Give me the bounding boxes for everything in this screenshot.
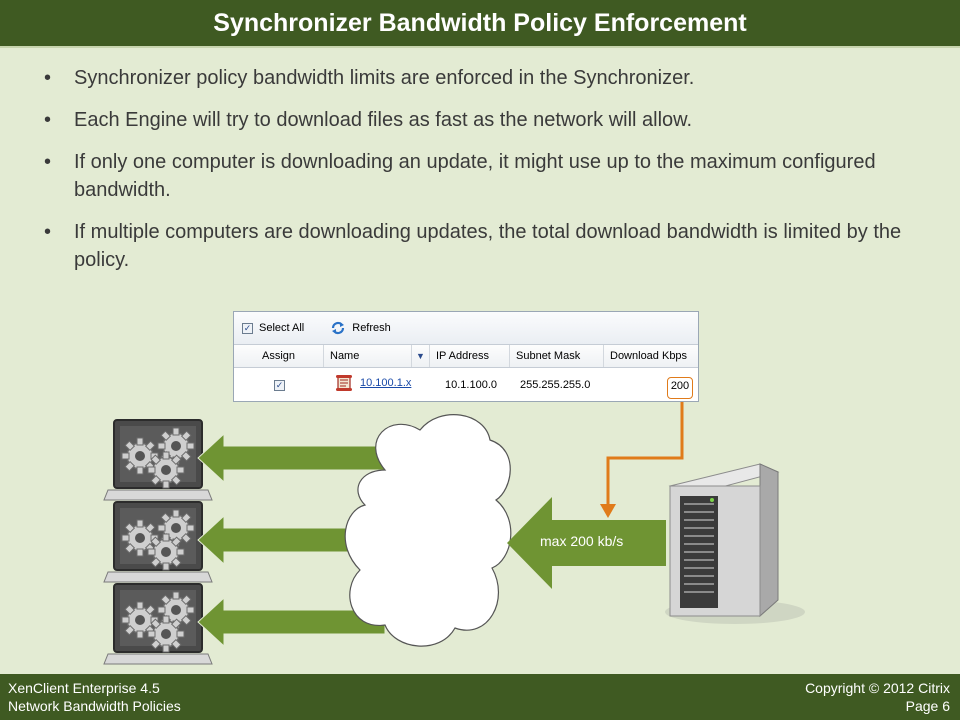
bullet-item: • If only one computer is downloading an …	[44, 148, 914, 204]
subnet-mask-cell: 255.255.255.0	[520, 379, 591, 391]
select-all-button[interactable]: ✓ Select All	[242, 322, 304, 334]
laptop-icon	[104, 584, 212, 664]
policy-name-link[interactable]: 10.100.1.x	[360, 377, 412, 389]
footer-product: XenClient Enterprise 4.5	[8, 680, 160, 696]
column-header-name[interactable]: Name	[324, 345, 412, 367]
bullet-item: • Each Engine will try to download files …	[44, 106, 914, 134]
footer-page-number: Page 6	[905, 698, 950, 714]
refresh-label: Refresh	[352, 322, 391, 334]
download-kbps-cell: 200	[667, 377, 693, 399]
policy-grid-panel: ✓ Select All Refresh Assign Name ▼ IP Ad…	[233, 311, 699, 402]
bullet-text: If only one computer is downloading an u…	[74, 151, 876, 201]
bullet-dot: •	[44, 221, 52, 243]
grid-toolbar: ✓ Select All Refresh	[234, 312, 698, 345]
bandwidth-limit-label: max 200 kb/s	[540, 533, 624, 549]
sort-dropdown-icon[interactable]: ▼	[412, 345, 430, 367]
bullet-item: • If multiple computers are downloading u…	[44, 218, 914, 274]
bullet-text: Synchronizer policy bandwidth limits are…	[74, 67, 695, 89]
server-icon	[665, 463, 805, 624]
bullet-text: Each Engine will try to download files a…	[74, 109, 693, 131]
column-header-assign[interactable]: Assign	[234, 345, 324, 367]
connector-line	[606, 402, 684, 506]
slide-title: Synchronizer Bandwidth Policy Enforcemen…	[213, 8, 747, 37]
refresh-button[interactable]: Refresh	[330, 320, 391, 336]
slide-footer: XenClient Enterprise 4.5 Network Bandwid…	[0, 674, 960, 720]
column-header-ip[interactable]: IP Address	[430, 345, 510, 367]
assign-checkbox[interactable]: ✓	[274, 380, 285, 391]
bullet-item: • Synchronizer policy bandwidth limits ar…	[44, 64, 914, 92]
cloud-icon	[344, 414, 512, 647]
footer-left: XenClient Enterprise 4.5 Network Bandwid…	[8, 679, 181, 715]
footer-topic: Network Bandwidth Policies	[8, 698, 181, 714]
bullet-dot: •	[44, 67, 52, 89]
table-row[interactable]: ✓ 10.100.1.x 10.1.100.0 255.255.255.0 20…	[234, 368, 698, 402]
column-header-subnet[interactable]: Subnet Mask	[510, 345, 604, 367]
laptop-icon	[104, 502, 212, 582]
bullet-list: • Synchronizer policy bandwidth limits ar…	[44, 64, 914, 288]
bullet-dot: •	[44, 109, 52, 131]
select-all-checkbox[interactable]: ✓	[242, 322, 253, 334]
download-arrow	[197, 432, 386, 648]
select-all-label: Select All	[259, 322, 305, 334]
footer-right: Copyright © 2012 Citrix Page 6	[805, 679, 950, 715]
connector-arrowhead	[600, 504, 616, 518]
footer-copyright: Copyright © 2012 Citrix	[805, 680, 950, 696]
column-header-kbps[interactable]: Download Kbps	[610, 350, 688, 362]
ip-address-cell: 10.1.100.0	[445, 379, 497, 391]
grid-header: Assign Name ▼ IP Address Subnet Mask Dow…	[234, 345, 698, 368]
laptop-icon	[104, 420, 212, 500]
policy-scroll-icon	[334, 373, 354, 398]
bullet-dot: •	[44, 151, 52, 173]
slide-title-bar: Synchronizer Bandwidth Policy Enforcemen…	[0, 0, 960, 48]
refresh-icon	[332, 321, 345, 335]
bullet-text: If multiple computers are downloading up…	[74, 221, 902, 271]
